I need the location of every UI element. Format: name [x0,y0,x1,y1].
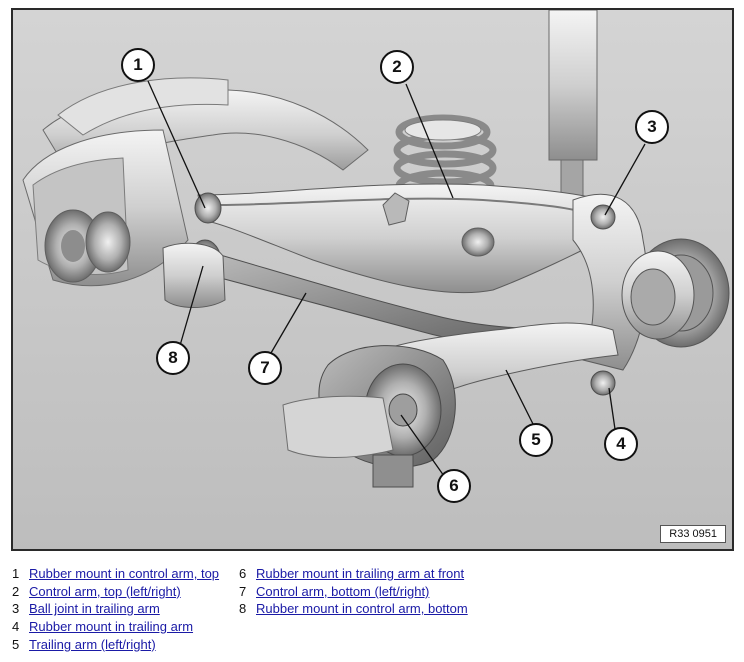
legend-link-rubber-mount-trailing-arm[interactable]: Rubber mount in trailing arm [29,619,194,634]
legend-link-rubber-mount-control-arm-bottom[interactable]: Rubber mount in control arm, bottom [256,601,468,616]
rubber-mount-bushings [162,192,226,308]
legend: 1 Rubber mount in control arm, top 2 Contr… [12,566,732,658]
rear-subframe [22,77,369,287]
callout-3: 3 [635,110,669,144]
legend-number: 7 [239,584,247,599]
legend-link-control-arm-bottom[interactable]: Control arm, bottom (left/right) [256,584,430,599]
callout-5: 5 [519,423,553,457]
wheel-carrier [572,193,730,371]
legend-item-4: 4 Rubber mount in trailing arm [12,619,193,634]
drive-flange-left [44,209,131,283]
legend-number: 2 [12,584,20,599]
legend-link-rubber-mount-trailing-arm-front[interactable]: Rubber mount in trailing arm at front [256,566,465,581]
trailing-arm [282,322,619,488]
callout-2: 2 [380,50,414,84]
callout-1: 1 [121,48,155,82]
leader-lines [147,80,646,477]
legend-item-3: 3 Ball joint in trailing arm [12,601,160,616]
legend-item-2: 2 Control arm, top (left/right) [12,584,181,599]
legend-item-5: 5 Trailing arm (left/right) [12,637,156,652]
suspension-illustration: 1 2 3 4 5 6 7 8 R33 0951 [11,8,734,551]
legend-item-6: 6 Rubber mount in trailing arm at front [239,566,464,581]
callout-4: 4 [604,427,638,461]
legend-link-trailing-arm[interactable]: Trailing arm (left/right) [29,637,156,652]
legend-item-8: 8 Rubber mount in control arm, bottom [239,601,468,616]
legend-number: 1 [12,566,20,581]
legend-number: 5 [12,637,20,652]
callout-8: 8 [156,341,190,375]
suspension-drawing [13,10,732,549]
legend-number: 8 [239,601,247,616]
legend-link-control-arm-top[interactable]: Control arm, top (left/right) [29,584,181,599]
legend-number: 3 [12,601,20,616]
legend-link-ball-joint-trailing-arm[interactable]: Ball joint in trailing arm [29,601,160,616]
coil-spring [393,114,497,203]
callout-7: 7 [248,351,282,385]
legend-link-rubber-mount-control-arm-top[interactable]: Rubber mount in control arm, top [29,566,220,581]
legend-number: 6 [239,566,247,581]
legend-number: 4 [12,619,20,634]
callout-6: 6 [437,469,471,503]
control-arm-top [197,183,614,294]
legend-item-7: 7 Control arm, bottom (left/right) [239,584,429,599]
figure-reference-code: R33 0951 [660,525,726,543]
legend-item-1: 1 Rubber mount in control arm, top [12,566,219,581]
